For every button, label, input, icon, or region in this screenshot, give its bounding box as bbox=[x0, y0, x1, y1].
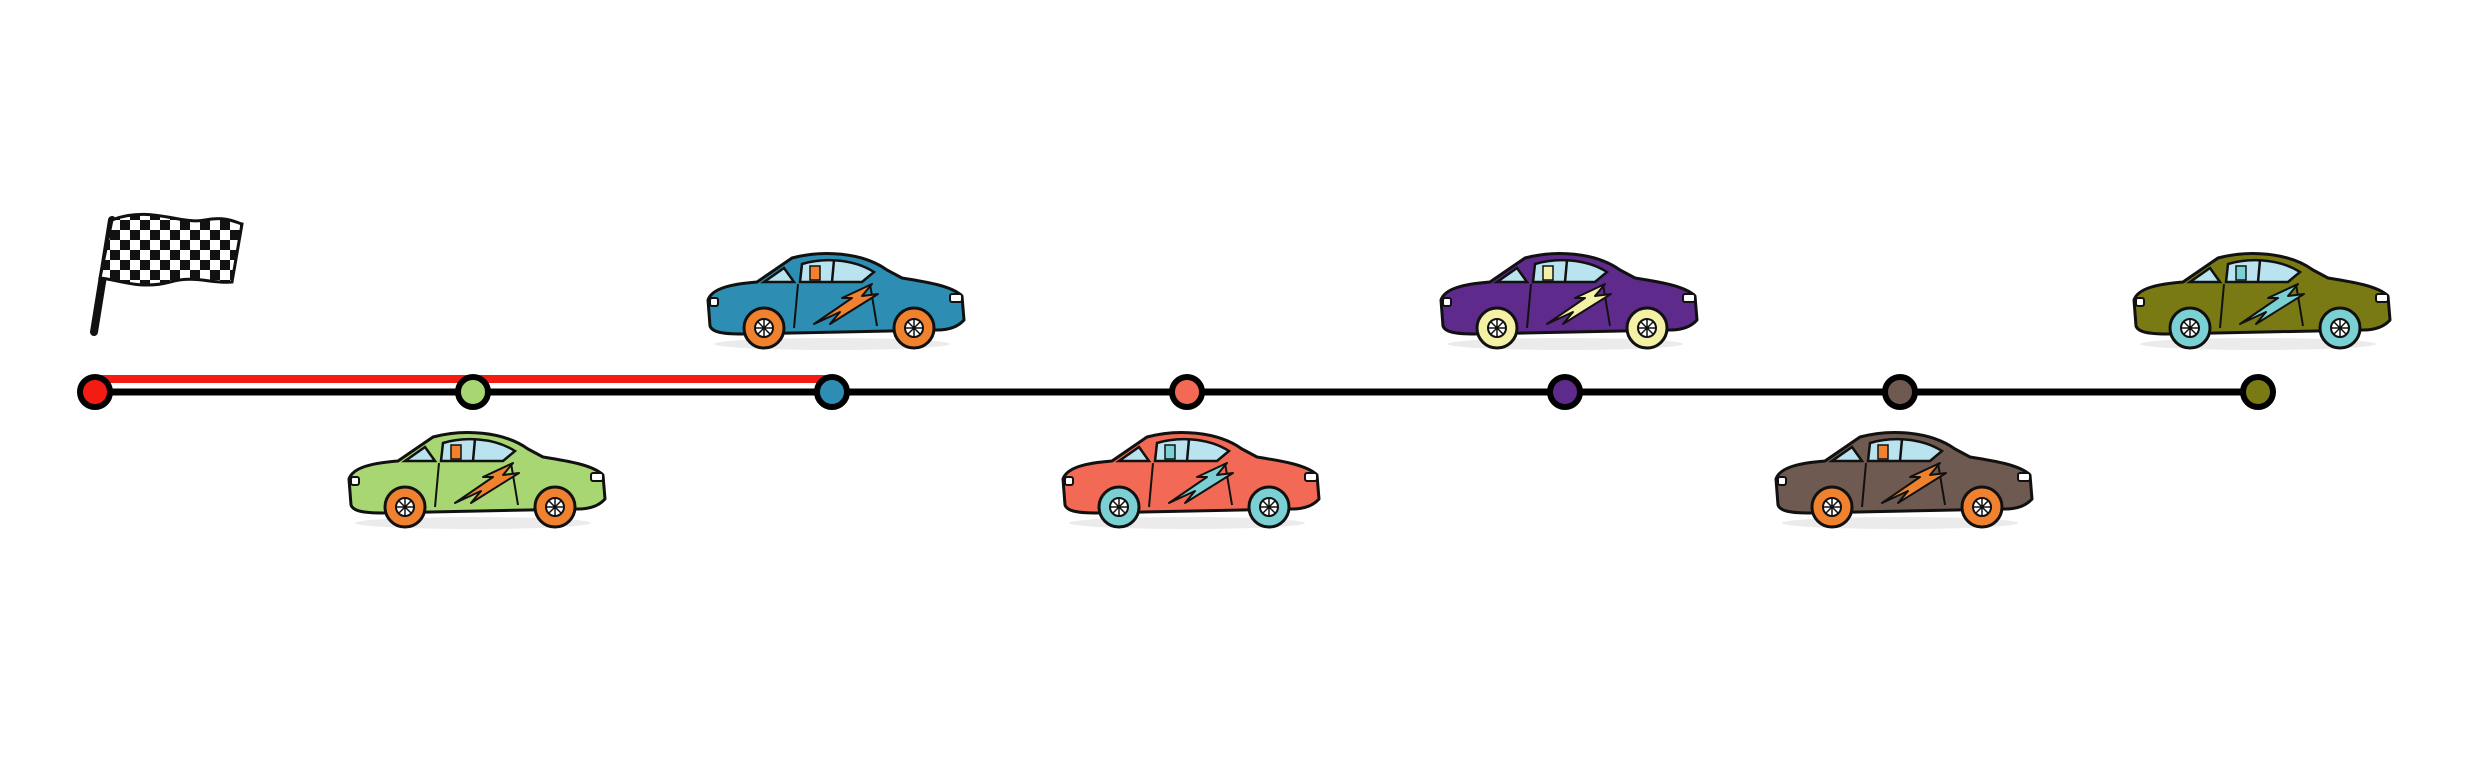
milestone-m5 bbox=[1547, 374, 1583, 410]
milestone-m4 bbox=[1169, 374, 1205, 410]
checkered-flag-icon bbox=[90, 212, 244, 336]
milestone-m7 bbox=[2240, 374, 2276, 410]
race-car-icon bbox=[1774, 431, 2034, 529]
race-car-icon bbox=[706, 252, 966, 350]
race-car-icon bbox=[1439, 252, 1699, 350]
race-car-icon bbox=[2132, 252, 2392, 350]
milestone-m3 bbox=[814, 374, 850, 410]
milestones-layer bbox=[77, 374, 2276, 410]
race-car-icon bbox=[347, 431, 607, 529]
milestone-m2 bbox=[455, 374, 491, 410]
race-car-icon bbox=[1061, 431, 1321, 529]
milestone-start bbox=[77, 374, 113, 410]
milestone-m6 bbox=[1882, 374, 1918, 410]
cars-layer bbox=[347, 252, 2392, 529]
